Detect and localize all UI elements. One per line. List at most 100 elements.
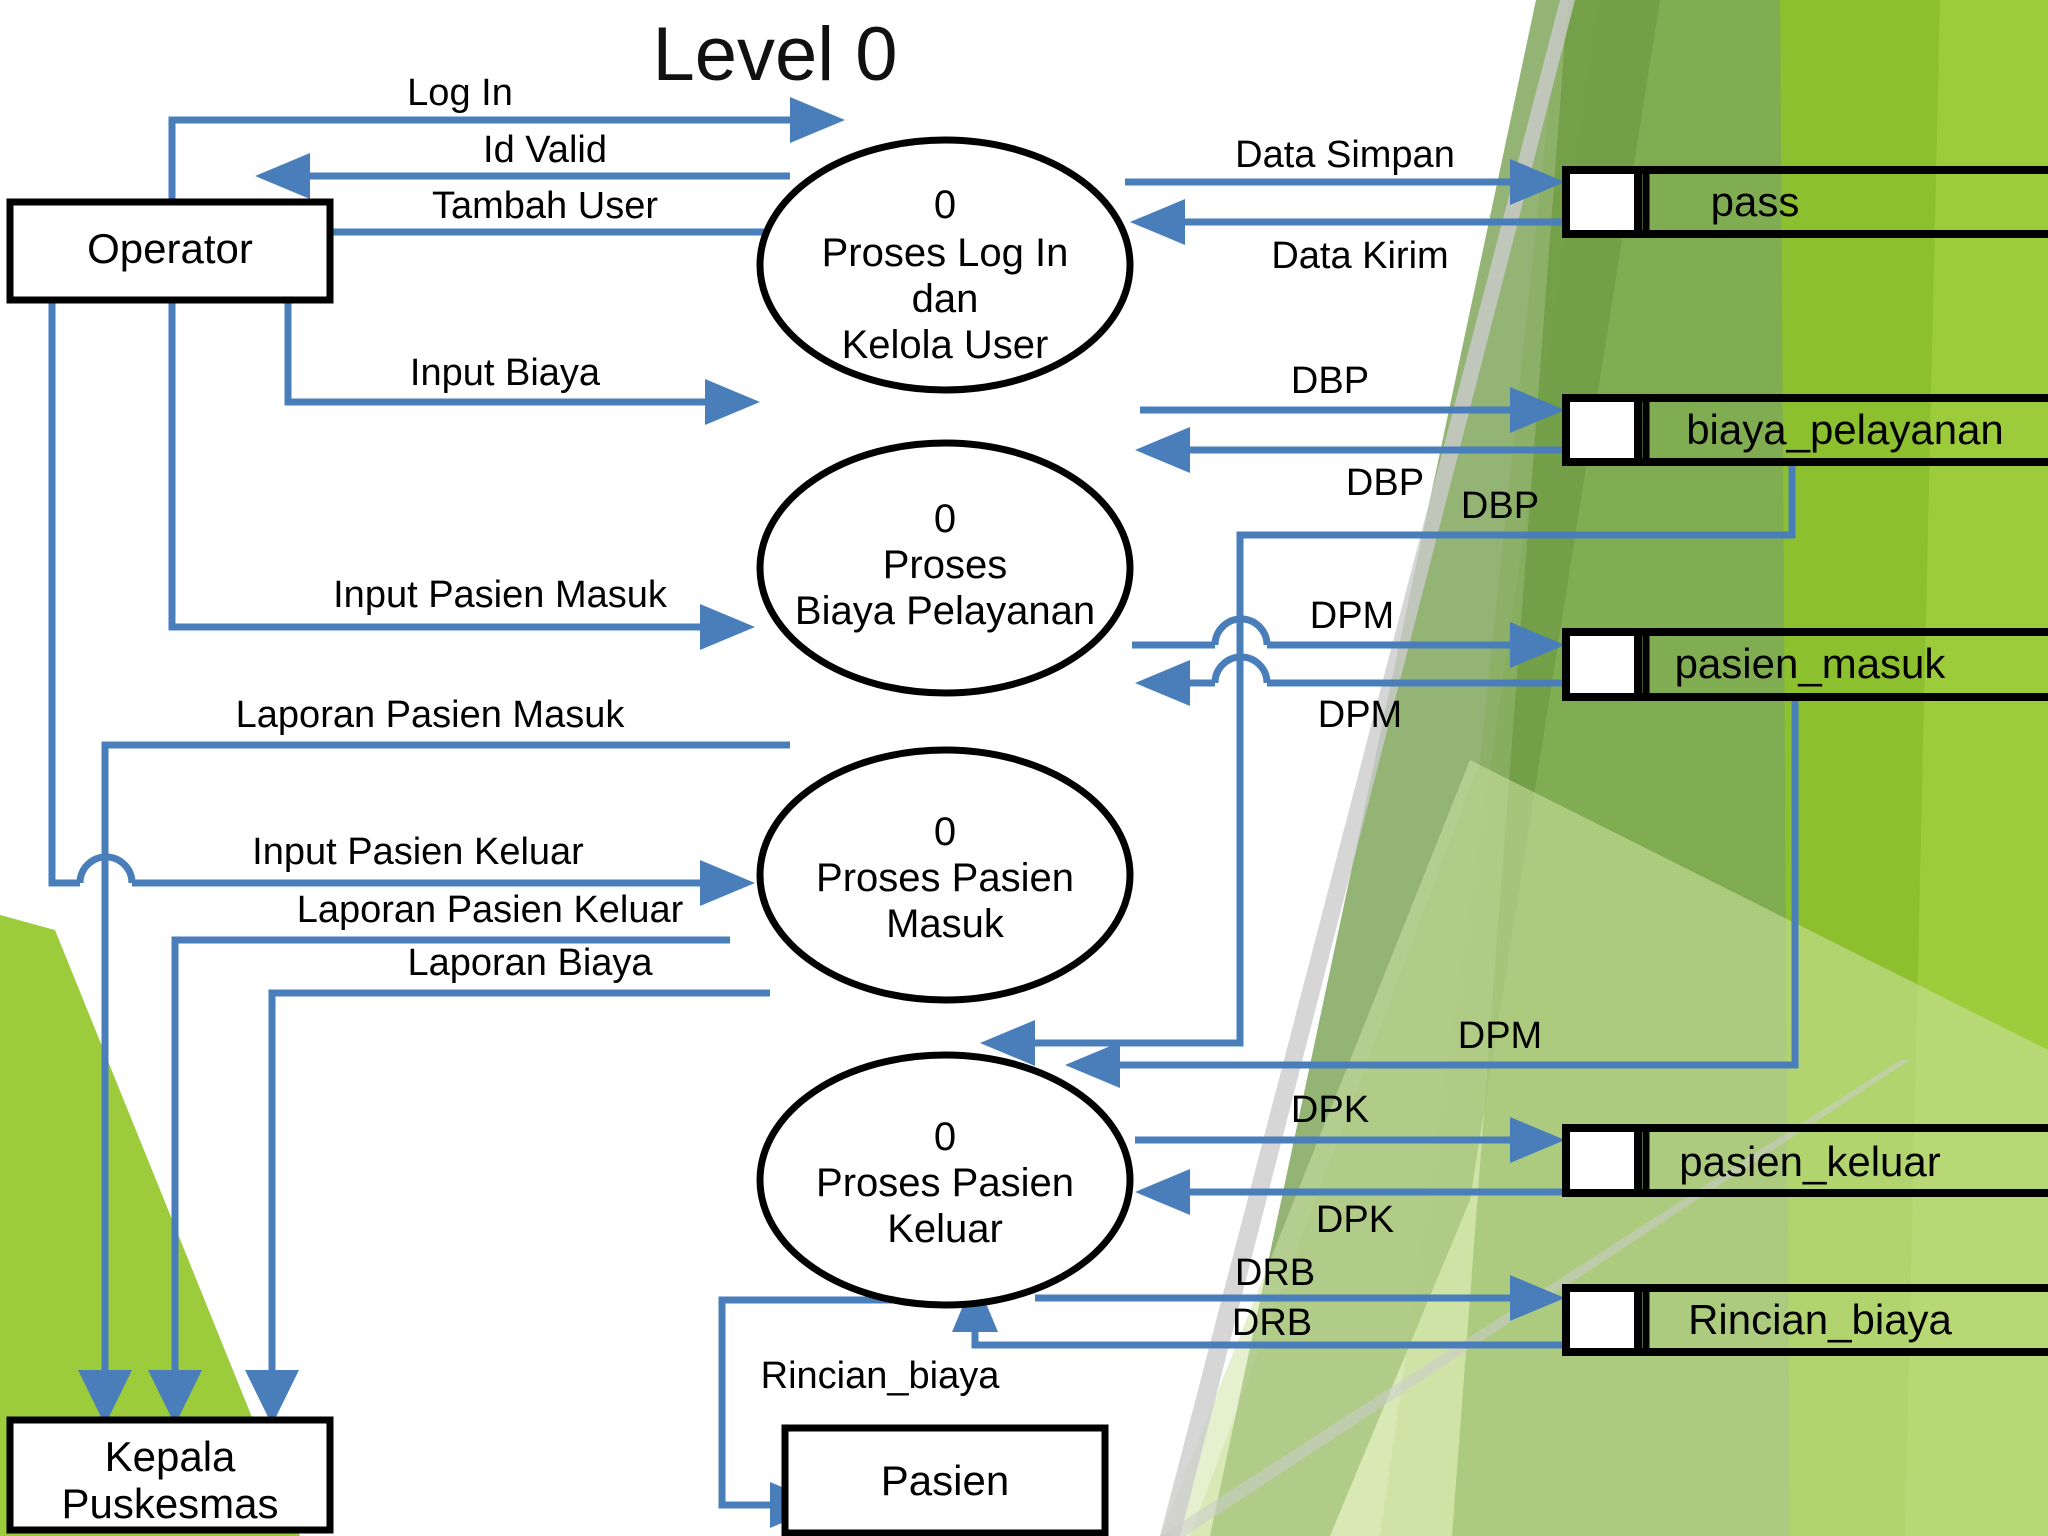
arrowhead-dpk-in (1135, 1169, 1190, 1215)
flow-line-laporan-pasien-masuk (101, 741, 790, 1370)
pass-id-cell (1562, 166, 1642, 238)
arrowhead-dbp-to-keluar (980, 1020, 1035, 1066)
flow-label-laporan-biaya: Laporan Biaya (407, 942, 653, 984)
external-entity-operator[interactable]: Operator (6, 198, 334, 304)
flow-connectors (48, 97, 1799, 1528)
arrowhead-input-pasien-masuk (700, 604, 755, 650)
arrowhead-laporan-pasien-masuk (78, 1370, 132, 1425)
flow-hop-dpm-in (1211, 653, 1271, 684)
arrowhead-id-valid (255, 153, 310, 199)
flow-label-laporan-pasien-masuk: Laporan Pasien Masuk (236, 694, 626, 736)
pasien-keluar-label: pasien_keluar (1679, 1138, 1941, 1185)
process-1-number: 0 (934, 183, 956, 227)
flow-label-input-pasien-masuk: Input Pasien Masuk (333, 574, 668, 616)
flow-line-log-in (168, 116, 790, 200)
kepala-puskesmas-box[interactable] (6, 1416, 334, 1534)
datastore-pass[interactable]: pass (1562, 166, 2048, 238)
arrowhead-dbp-out (1510, 387, 1565, 433)
flow-label-input-biaya: Input Biaya (410, 352, 601, 394)
process-2-ellipse[interactable] (756, 439, 1134, 697)
rincian-biaya-label: Rincian_biaya (1688, 1296, 1952, 1343)
process-4-ellipse[interactable] (756, 1051, 1134, 1309)
arrowhead-data-simpan (1510, 159, 1565, 205)
flow-label-dpk-in: DPK (1316, 1199, 1394, 1241)
process-2-number: 0 (934, 497, 956, 541)
flow-label-rincian-biaya: Rincian_biaya (761, 1355, 1001, 1397)
process-proses-pasien-keluar[interactable]: 0 Proses Pasien Keluar (756, 1051, 1134, 1309)
process-proses-log-in-dan-kelola-user[interactable]: 0 Proses Log In dan Kelola User (756, 136, 1134, 394)
datastore-biaya-pelayanan[interactable]: biaya_pelayanan (1562, 394, 2048, 466)
thin-diagonal-line-1 (1160, 0, 1575, 1536)
external-entity-pasien[interactable]: Pasien (781, 1424, 1109, 1536)
process-1-line2: dan (912, 277, 979, 321)
process-3-line2: Masuk (886, 902, 1005, 946)
datastore-pasien-keluar[interactable]: pasien_keluar (1562, 1124, 2048, 1197)
flow-line-rincian-biaya-to-pasien (718, 1296, 945, 1509)
flow-labels: Log In Id Valid Tambah User Data Simpan … (236, 72, 1543, 1397)
process-4-number: 0 (934, 1115, 956, 1159)
process-4-line1: Proses Pasien (816, 1161, 1074, 1205)
pasien-masuk-id-cell (1562, 628, 1642, 701)
arrowhead-drb-out (1510, 1275, 1565, 1321)
flow-line-laporan-pasien-keluar (171, 936, 730, 1370)
flow-label-id-valid: Id Valid (483, 129, 607, 171)
flow-label-laporan-pasien-keluar: Laporan Pasien Keluar (297, 889, 684, 931)
arrowhead-laporan-pasien-keluar (148, 1370, 202, 1425)
process-1-line1: Proses Log In (822, 231, 1069, 275)
pasien-label: Pasien (881, 1457, 1009, 1504)
flow-label-log-in: Log In (407, 72, 513, 114)
process-proses-pasien-masuk[interactable]: 0 Proses Pasien Masuk (756, 746, 1134, 1004)
flow-line-drb-in (971, 1332, 1565, 1349)
process-4-line2: Keluar (887, 1207, 1003, 1251)
operator-box[interactable] (6, 198, 334, 304)
arrowhead-log-in (790, 97, 845, 143)
green-wedge-bottom-left (0, 915, 300, 1536)
external-entity-kepala-puskesmas[interactable]: Kepala Puskesmas (6, 1416, 334, 1534)
arrowhead-laporan-biaya (245, 1370, 299, 1425)
arrowhead-dpk-out (1510, 1117, 1565, 1163)
flow-label-dpm-out: DPM (1310, 595, 1394, 637)
arrowhead-data-kirim (1130, 199, 1185, 245)
arrowhead-dpm-to-keluar (1065, 1042, 1120, 1088)
arrowhead-dpm-out (1510, 622, 1565, 668)
process-2-line2: Biaya Pelayanan (795, 589, 1095, 633)
arrowhead-input-pasien-keluar (700, 860, 755, 906)
process-3-number: 0 (934, 810, 956, 854)
flow-line-laporan-biaya (268, 989, 770, 1370)
biaya-pelayanan-id-cell (1562, 394, 1642, 466)
pasien-box[interactable] (781, 1424, 1109, 1536)
flow-label-drb-in: DRB (1232, 1302, 1312, 1344)
pasien-masuk-label: pasien_masuk (1675, 640, 1947, 687)
diagram-title: Level 0 (652, 12, 897, 97)
flow-label-data-kirim: Data Kirim (1271, 235, 1448, 277)
datastore-pasien-masuk[interactable]: pasien_masuk (1562, 628, 2048, 701)
flow-label-input-pasien-keluar: Input Pasien Keluar (252, 831, 584, 873)
flow-label-dbp-in: DBP (1346, 462, 1424, 504)
process-2-line1: Proses (883, 543, 1008, 587)
operator-label: Operator (87, 225, 253, 272)
flow-hop-input-pasien-keluar (76, 853, 136, 884)
flow-label-dbp-to-keluar: DBP (1461, 485, 1539, 527)
process-proses-biaya-pelayanan[interactable]: 0 Proses Biaya Pelayanan (756, 439, 1134, 697)
flow-label-drb-out: DRB (1235, 1252, 1315, 1294)
arrowhead-dbp-in (1135, 427, 1190, 473)
datastore-rincian-biaya[interactable]: Rincian_biaya (1562, 1284, 2048, 1356)
arrowhead-dpm-in (1135, 660, 1190, 706)
flow-label-dpm-to-keluar: DPM (1458, 1015, 1542, 1057)
flow-line-input-pasien-masuk (168, 246, 700, 631)
flow-label-dpm-in: DPM (1318, 694, 1402, 736)
flow-label-tambah-user: Tambah User (432, 185, 658, 227)
kepala-puskesmas-label-line1: Kepala (105, 1433, 236, 1480)
flow-label-dbp-out: DBP (1291, 360, 1369, 402)
arrowhead-input-biaya (705, 379, 760, 425)
biaya-pelayanan-label: biaya_pelayanan (1686, 406, 2004, 453)
rincian-biaya-id-cell (1562, 1284, 1642, 1356)
kepala-puskesmas-label-line2: Puskesmas (61, 1480, 278, 1527)
flow-line-dpm-to-keluar (1120, 700, 1799, 1069)
process-3-line1: Proses Pasien (816, 856, 1074, 900)
process-1-ellipse[interactable] (756, 136, 1134, 394)
process-3-ellipse[interactable] (756, 746, 1134, 1004)
